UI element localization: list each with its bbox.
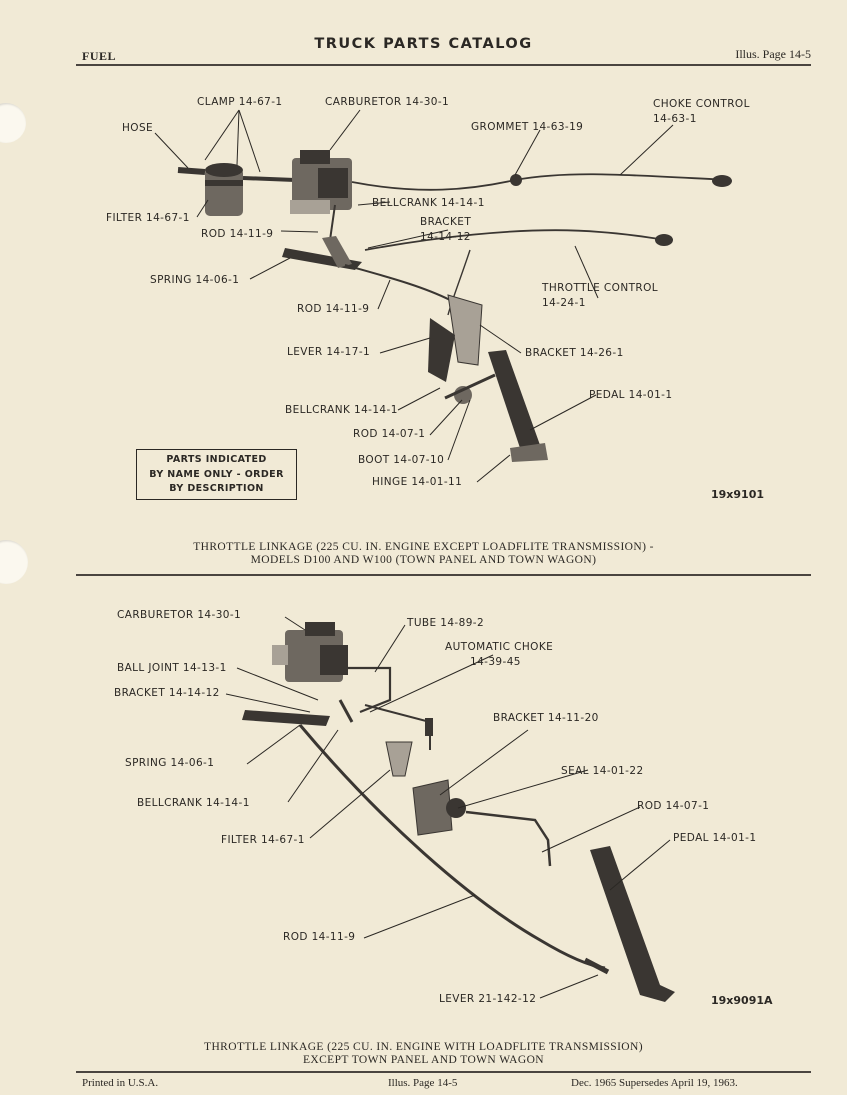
label-filter-2: FILTER 14-67-1 xyxy=(221,834,305,846)
label-rod-07: ROD 14-07-1 xyxy=(353,428,426,440)
label-bracket-20: BRACKET 14-11-20 xyxy=(493,712,599,724)
label-boot: BOOT 14-07-10 xyxy=(358,454,445,466)
figure-1-number: 19x9101 xyxy=(711,488,765,501)
label-spring: SPRING 14-06-1 xyxy=(150,274,240,286)
label-grommet: GROMMET 14-63-19 xyxy=(471,121,584,133)
label-rod-mid: ROD 14-11-9 xyxy=(297,303,370,315)
label-ball-joint: BALL JOINT 14-13-1 xyxy=(117,662,227,674)
fig1-leaders xyxy=(154,109,674,483)
label-bellcrank-top: BELLCRANK 14-14-1 xyxy=(372,197,485,209)
label-rod-top: ROD 14-11-9 xyxy=(201,228,274,240)
footer-date: Dec. 1965 Supersedes April 19, 1963. xyxy=(571,1077,738,1089)
label-lever: LEVER 14-17-1 xyxy=(287,346,371,358)
label-clamp: CLAMP 14-67-1 xyxy=(197,96,283,108)
label-carburetor: CARBURETOR 14-30-1 xyxy=(325,96,450,108)
notice-line-1: PARTS INDICATED xyxy=(166,454,267,465)
label-pedal: PEDAL 14-01-1 xyxy=(589,389,673,401)
label-bracket-1: BRACKET xyxy=(420,216,472,228)
footer-illus-page: Illus. Page 14-5 xyxy=(388,1077,458,1089)
notice-line-3: BY DESCRIPTION xyxy=(169,483,264,494)
label-bellcrank-low: BELLCRANK 14-14-1 xyxy=(285,404,398,416)
label-auto-choke-2: 14-39-45 xyxy=(470,656,521,668)
footer-printed: Printed in U.S.A. xyxy=(82,1077,159,1089)
label-bellcrank-2: BELLCRANK 14-14-1 xyxy=(137,797,250,809)
parts-notice-box: PARTS INDICATED BY NAME ONLY - ORDER BY … xyxy=(136,449,297,500)
label-seal: SEAL 14-01-22 xyxy=(561,765,644,777)
label-hinge: HINGE 14-01-11 xyxy=(372,476,463,488)
label-rod-11: ROD 14-11-9 xyxy=(283,931,356,943)
figure-1-caption: THROTTLE LINKAGE (225 CU. IN. ENGINE EXC… xyxy=(0,541,847,567)
figure-1-caption-line-2: MODELS D100 AND W100 (TOWN PANEL AND TOW… xyxy=(250,554,597,566)
label-pedal-2: PEDAL 14-01-1 xyxy=(673,832,757,844)
header-rule xyxy=(76,64,811,66)
fig2-drawing xyxy=(242,622,675,1002)
label-throttle-control-1: THROTTLE CONTROL xyxy=(542,282,659,294)
label-lever-2: LEVER 21-142-12 xyxy=(439,993,537,1005)
figure-2-caption-line-1: THROTTLE LINKAGE (225 CU. IN. ENGINE WIT… xyxy=(204,1041,643,1053)
figure-1-caption-line-1: THROTTLE LINKAGE (225 CU. IN. ENGINE EXC… xyxy=(193,541,654,553)
section-label: FUEL xyxy=(82,49,117,63)
catalog-title: TRUCK PARTS CATALOG xyxy=(314,36,533,52)
figure-2-caption-line-2: EXCEPT TOWN PANEL AND TOWN WAGON xyxy=(302,1054,544,1066)
figure-2-number: 19x9091A xyxy=(711,994,773,1007)
notice-line-2: BY NAME ONLY - ORDER xyxy=(149,468,284,480)
label-bracket-2: 14-14-12 xyxy=(420,231,471,243)
fig2-leaders xyxy=(225,616,671,999)
figure-divider xyxy=(76,574,811,576)
label-rod-07-2: ROD 14-07-1 xyxy=(637,800,710,812)
header-illus-page: Illus. Page 14-5 xyxy=(735,47,811,61)
figure-2-caption: THROTTLE LINKAGE (225 CU. IN. ENGINE WIT… xyxy=(0,1041,847,1067)
label-choke-control-2: 14-63-1 xyxy=(653,113,697,125)
label-auto-choke-1: AUTOMATIC CHOKE xyxy=(445,641,554,653)
footer-rule xyxy=(76,1071,811,1073)
label-tube: TUBE 14-89-2 xyxy=(407,617,485,629)
label-bracket-26: BRACKET 14-26-1 xyxy=(525,347,624,359)
label-choke-control-1: CHOKE CONTROL xyxy=(653,98,750,110)
label-carburetor-2: CARBURETOR 14-30-1 xyxy=(117,609,242,621)
label-throttle-control-2: 14-24-1 xyxy=(542,297,586,309)
label-hose: HOSE xyxy=(122,122,154,134)
label-bracket-12: BRACKET 14-14-12 xyxy=(114,687,220,699)
label-spring-2: SPRING 14-06-1 xyxy=(125,757,215,769)
label-filter: FILTER 14-67-1 xyxy=(106,212,190,224)
fig1-drawing xyxy=(177,150,732,462)
